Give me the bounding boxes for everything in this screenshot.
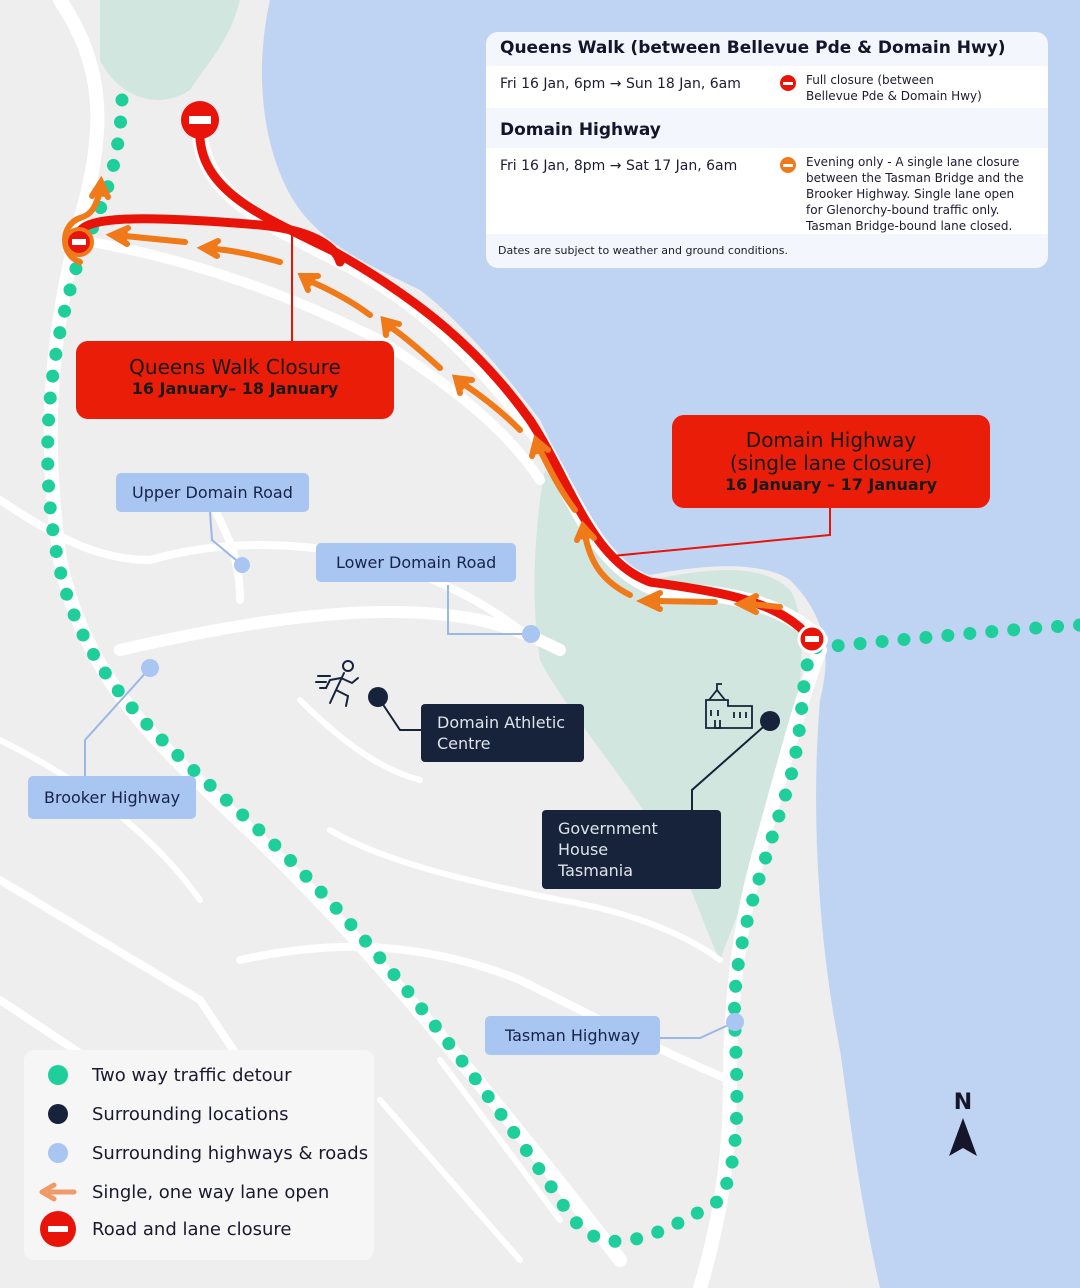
lane-arrow [309,279,373,318]
park-north [100,0,240,100]
tasman-marker [726,1013,744,1031]
legend-locations: Surrounding locations [24,1099,289,1129]
road-grid-4 [0,496,154,564]
domain-athletic-centre-label: Domain Athletic Centre [421,704,584,762]
athletic-marker [368,687,388,707]
gov-line1: Government House [558,819,658,859]
legend-locations-label: Surrounding locations [92,1103,289,1125]
domain-highway-callout-dates: 16 January – 17 January [724,475,938,494]
gov-house-marker [760,711,780,731]
road-grid-7 [0,737,203,903]
conditions-note: Dates are subject to weather and ground … [498,244,788,257]
legend-detour: Two way traffic detour [24,1060,292,1090]
single-lane-arrows [62,175,783,615]
lane-arrow [212,246,283,265]
road-grid-8 [437,1057,563,1223]
queens-walk-dates: Fri 16 Jan, 6pm → Sun 18 Jan, 6am [500,76,741,92]
queens-walk-callout: Queens Walk Closure 16 January– 18 Janua… [76,341,394,419]
lower-domain-leader [447,585,530,635]
detour-route-west [41,93,1080,1248]
closure-icon [40,1211,76,1247]
tasman-highway-label: Tasman Highway [485,1016,661,1055]
domain-highway-callout-title2: (single lane closure) [729,451,933,475]
legend-roads-label: Surrounding highways & roads [92,1142,369,1164]
athletic-line1: Domain Athletic [437,713,566,732]
legend-single-lane: Single, one way lane open [24,1177,329,1207]
lane-arrow [389,325,443,371]
legend-single-lane-label: Single, one way lane open [92,1181,330,1203]
domain-highway-heading: Domain Highway [500,120,661,140]
lower-domain-marker [522,625,540,643]
legend-closure-label: Road and lane closure [92,1218,292,1240]
road-grid-5 [297,697,423,783]
lane-arrow [122,233,188,245]
queens-walk-callout-title: Queens Walk Closure [129,355,341,379]
gov-line2: Tasmania [558,861,634,880]
upper-domain-leader [209,511,243,566]
queens-walk-callout-dates: 16 January– 18 January [131,379,339,398]
upper-domain-marker [234,557,250,573]
full-closure-icon [780,75,796,91]
road-service [206,496,244,604]
lane-arrow [537,447,578,513]
road-grid-3 [236,942,734,1084]
athletic-line2: Centre [437,734,491,753]
athletic-leader [377,696,424,731]
brooker-marker [141,659,159,677]
queens-walk-heading: Queens Walk (between Bellevue Pde & Doma… [500,38,1006,58]
domain-highway-row: Fri 16 Jan, 8pm → Sat 17 Jan, 6am Evenin… [486,148,1048,234]
queens-walk-row: Fri 16 Jan, 6pm → Sun 18 Jan, 6am Full c… [486,66,1048,108]
legend-closure: Road and lane closure [24,1211,292,1247]
lane-arrow-icon [39,1182,77,1202]
closure-info-panel: Queens Walk (between Bellevue Pde & Doma… [486,32,1048,268]
domain-highway-callout: Domain Highway (single lane closure) 16 … [672,415,990,508]
north-label: N [953,1090,973,1115]
lane-closure-icon [780,157,796,173]
queens-walk-description: Full closure (between Bellevue Pde & Dom… [806,73,982,103]
road-upper-domain [75,235,545,485]
upper-domain-road-label: Upper Domain Road [116,473,309,512]
gov-house-leader [691,720,771,812]
domain-highway-callout-title1: Domain Highway [745,428,917,452]
location-dot-icon [48,1104,68,1124]
closure-marker-queens-walk [181,101,219,139]
map-legend: Two way traffic detour Surrounding locat… [24,1050,374,1260]
detour-dot-icon [48,1065,68,1085]
road-grid-9 [377,1097,523,1263]
lane-arrow [652,598,718,605]
upper-closure-line [74,214,345,267]
runner-icon [315,660,359,707]
government-house-label: Government House Tasmania [542,810,721,889]
tasman-leader [656,1021,736,1039]
closure-marker-domain [797,624,827,654]
brooker-highway-label: Brooker Highway [28,776,197,819]
government-house-icon [705,683,753,729]
brooker-leader [84,667,151,778]
closure-marker-north [64,227,94,257]
legend-roads: Surrounding highways & roads [24,1138,368,1168]
road-dot-icon [48,1143,68,1163]
legend-detour-label: Two way traffic detour [92,1064,292,1086]
domain-highway-dates: Fri 16 Jan, 8pm → Sat 17 Jan, 6am [500,158,738,174]
lane-arrow [582,532,633,598]
queens-walk-closure-line [195,120,817,645]
road-grid-6 [327,827,723,963]
river-water [261,0,1080,1288]
lower-domain-road-label: Lower Domain Road [316,543,517,582]
north-arrow-icon [949,1118,977,1156]
domain-highway-leader [611,505,831,557]
domain-highway-description: Evening only - A single lane closure bet… [806,155,1024,233]
lane-arrow [462,382,523,433]
road-lower-domain [114,605,566,656]
